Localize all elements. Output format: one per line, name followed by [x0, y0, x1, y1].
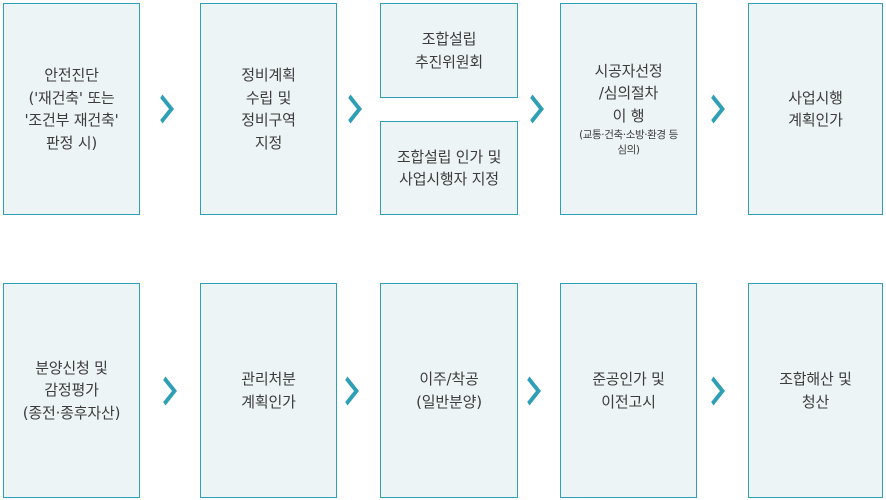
chevron-right-icon [158, 371, 184, 411]
chevron-right-icon [343, 89, 369, 129]
step-box-row1-3-lower[interactable]: 조합설립 인가 및 사업시행자 지정 [380, 121, 518, 215]
step-label: 정비계획 수립 및 정비구역 지정 [241, 66, 296, 152]
chevron-right-icon [706, 89, 732, 129]
chevron-right-icon [525, 89, 551, 129]
step-label: 조합해산 및 청산 [779, 370, 852, 411]
step-box-row2-1[interactable]: 분양신청 및 감정평가 (종전·종후자산) [3, 283, 140, 498]
flow-row-2: 분양신청 및 감정평가 (종전·종후자산) 관리처분 계획인가 이주/착공 (일… [0, 283, 886, 498]
step-content: 시공자선정 /심의절차 이 행 (교통·건축·소방·환경 등 심의) [579, 60, 678, 159]
step-label: 조합설립 추진위원회 [414, 30, 483, 71]
step-box-row2-3[interactable]: 이주/착공 (일반분양) [380, 283, 518, 498]
step-label: 안전진단 ('재건축' 또는 '조건부 재건축' 판정 시) [24, 66, 119, 152]
step-box-row1-4[interactable]: 시공자선정 /심의절차 이 행 (교통·건축·소방·환경 등 심의) [560, 3, 697, 215]
step-sublabel: (교통·건축·소방·환경 등 심의) [579, 129, 678, 157]
chevron-right-icon [706, 371, 732, 411]
step-label: 관리처분 계획인가 [241, 370, 296, 411]
step-label: 분양신청 및 감정평가 (종전·종후자산) [22, 358, 121, 422]
step-box-row2-5[interactable]: 조합해산 및 청산 [748, 283, 883, 498]
step-label: 조합설립 인가 및 사업시행자 지정 [396, 147, 502, 189]
step-box-row2-2[interactable]: 관리처분 계획인가 [200, 283, 337, 498]
step-box-row1-2[interactable]: 정비계획 수립 및 정비구역 지정 [200, 3, 337, 215]
step-label: 시공자선정 /심의절차 이 행 [594, 61, 663, 125]
step-box-row1-5[interactable]: 사업시행 계획인가 [748, 3, 883, 215]
flow-row-1: 안전진단 ('재건축' 또는 '조건부 재건축' 판정 시) 정비계획 수립 및… [0, 3, 886, 215]
step-label: 준공인가 및 이전고시 [592, 370, 665, 411]
step-box-row2-4[interactable]: 준공인가 및 이전고시 [560, 283, 697, 498]
chevron-right-icon [522, 371, 548, 411]
step-label: 사업시행 계획인가 [788, 88, 843, 130]
step-box-row1-1[interactable]: 안전진단 ('재건축' 또는 '조건부 재건축' 판정 시) [3, 3, 140, 215]
step-box-row1-3-upper[interactable]: 조합설립 추진위원회 [380, 3, 518, 98]
chevron-right-icon [155, 89, 181, 129]
chevron-right-icon [340, 371, 366, 411]
step-label: 이주/착공 (일반분양) [416, 370, 482, 411]
